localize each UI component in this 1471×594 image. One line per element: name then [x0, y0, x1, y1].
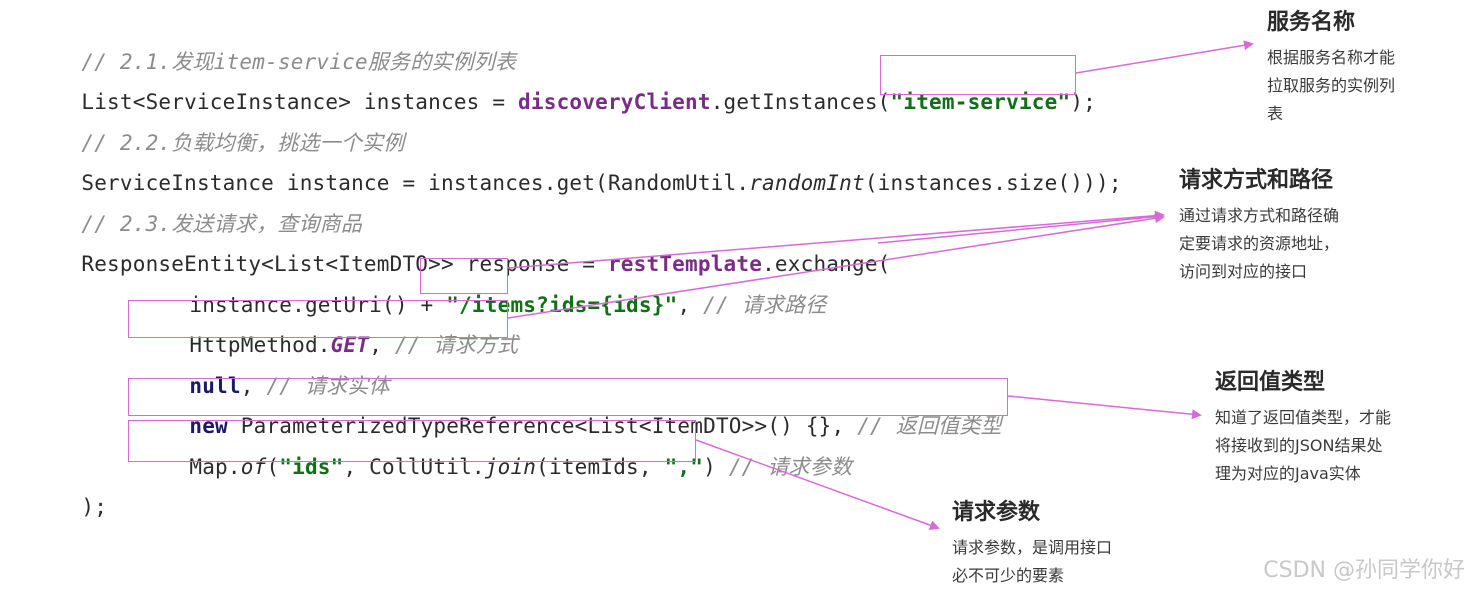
code-text: , — [240, 374, 267, 398]
code-text: List<ServiceInstance> instances = — [81, 90, 519, 114]
note-line: 访问到对应的接口 — [1179, 262, 1308, 281]
comment-text: // 2.2.负载均衡，挑选一个实例 — [81, 131, 405, 155]
note-method-path: 请求方式和路径 通过请求方式和路径确 定要请求的资源地址， 访问到对应的接口 — [1179, 162, 1339, 286]
ids-string: "ids" — [279, 455, 344, 479]
code-line-pick-instance: ServiceInstance instance = instances.get… — [30, 144, 1122, 222]
code-text: ) — [703, 455, 716, 479]
comment-text: // 2.1.发现item-service服务的实例列表 — [81, 50, 517, 74]
join-method: join — [484, 455, 537, 479]
note-line: 表 — [1267, 104, 1284, 123]
note-body: 知道了返回值类型，才能 将接收到的JSON结果处 理为对应的Java实体 — [1215, 404, 1391, 488]
discovery-client-field: discoveryClient — [518, 90, 711, 114]
service-name-string: "item-service" — [890, 90, 1071, 114]
code-text: instance.getUri() + — [189, 293, 447, 317]
code-text: ServiceInstance instance = instances.get… — [81, 171, 750, 195]
code-text: , — [369, 333, 395, 357]
code-text — [716, 455, 729, 479]
note-line: 知道了返回值类型，才能 — [1215, 408, 1392, 427]
code-line-params-map: Map.of("ids", CollUtil.join(itemIds, ","… — [138, 428, 852, 506]
code-text: Map. — [189, 455, 241, 479]
note-body: 根据服务名称才能 拉取服务的实例列 表 — [1267, 44, 1395, 128]
note-request-params: 请求参数 请求参数，是调用接口 必不可少的要素 — [952, 494, 1112, 590]
code-text: (instances.size())); — [864, 171, 1122, 195]
code-text: .getInstances( — [710, 90, 891, 114]
note-line: 理为对应的Java实体 — [1215, 464, 1361, 483]
comment-request-method: // 请求方式 — [394, 333, 519, 357]
random-int-method: randomInt — [749, 171, 865, 195]
code-comment-load-balance: // 2.2.负载均衡，挑选一个实例 — [30, 104, 404, 182]
note-line: 定要请求的资源地址， — [1179, 234, 1340, 253]
note-line: 根据服务名称才能 — [1267, 48, 1396, 67]
comment-request-path: // 请求路径 — [703, 293, 827, 317]
code-text: (itemIds, — [536, 455, 665, 479]
note-line: 将接收到的JSON结果处 — [1215, 436, 1383, 455]
note-service-name: 服务名称 根据服务名称才能 拉取服务的实例列 表 — [1267, 4, 1395, 128]
note-title: 请求方式和路径 — [1179, 168, 1334, 193]
comma-string: "," — [664, 455, 704, 479]
code-text: , — [677, 293, 704, 317]
code-line-close: ); — [30, 468, 107, 546]
note-title: 返回值类型 — [1215, 370, 1326, 395]
note-return-type: 返回值类型 知道了返回值类型，才能 将接收到的JSON结果处 理为对应的Java… — [1215, 364, 1391, 488]
of-method: of — [240, 455, 267, 479]
note-line: 通过请求方式和路径确 — [1179, 206, 1340, 225]
note-body: 通过请求方式和路径确 定要请求的资源地址， 访问到对应的接口 — [1179, 202, 1339, 286]
code-line-type-reference: new ParameterizedTypeReference<List<Item… — [138, 387, 1002, 465]
code-text: , CollUtil. — [343, 455, 485, 479]
note-line: 必不可少的要素 — [952, 566, 1065, 585]
comment-text: // 2.3.发送请求，查询商品 — [81, 212, 363, 236]
note-line: 请求参数，是调用接口 — [952, 538, 1113, 557]
code-text: ); — [1070, 90, 1097, 114]
new-keyword: new — [189, 414, 228, 438]
code-comment-discover: // 2.1.发现item-service服务的实例列表 — [30, 23, 516, 101]
note-title: 服务名称 — [1267, 10, 1356, 35]
code-comment-send-request: // 2.3.发送请求，查询商品 — [30, 185, 362, 263]
code-text: ( — [266, 455, 280, 479]
note-body: 请求参数，是调用接口 必不可少的要素 — [952, 534, 1112, 590]
code-text: ); — [81, 495, 108, 519]
note-line: 拉取服务的实例列 — [1267, 76, 1396, 95]
comment-return-type: // 返回值类型 — [857, 414, 1002, 438]
code-text: ParameterizedTypeReference<List<ItemDTO>… — [227, 414, 858, 438]
watermark: CSDN @孙同学你好 — [1263, 558, 1465, 583]
comment-request-params: // 请求参数 — [728, 455, 853, 479]
note-title: 请求参数 — [952, 500, 1041, 525]
